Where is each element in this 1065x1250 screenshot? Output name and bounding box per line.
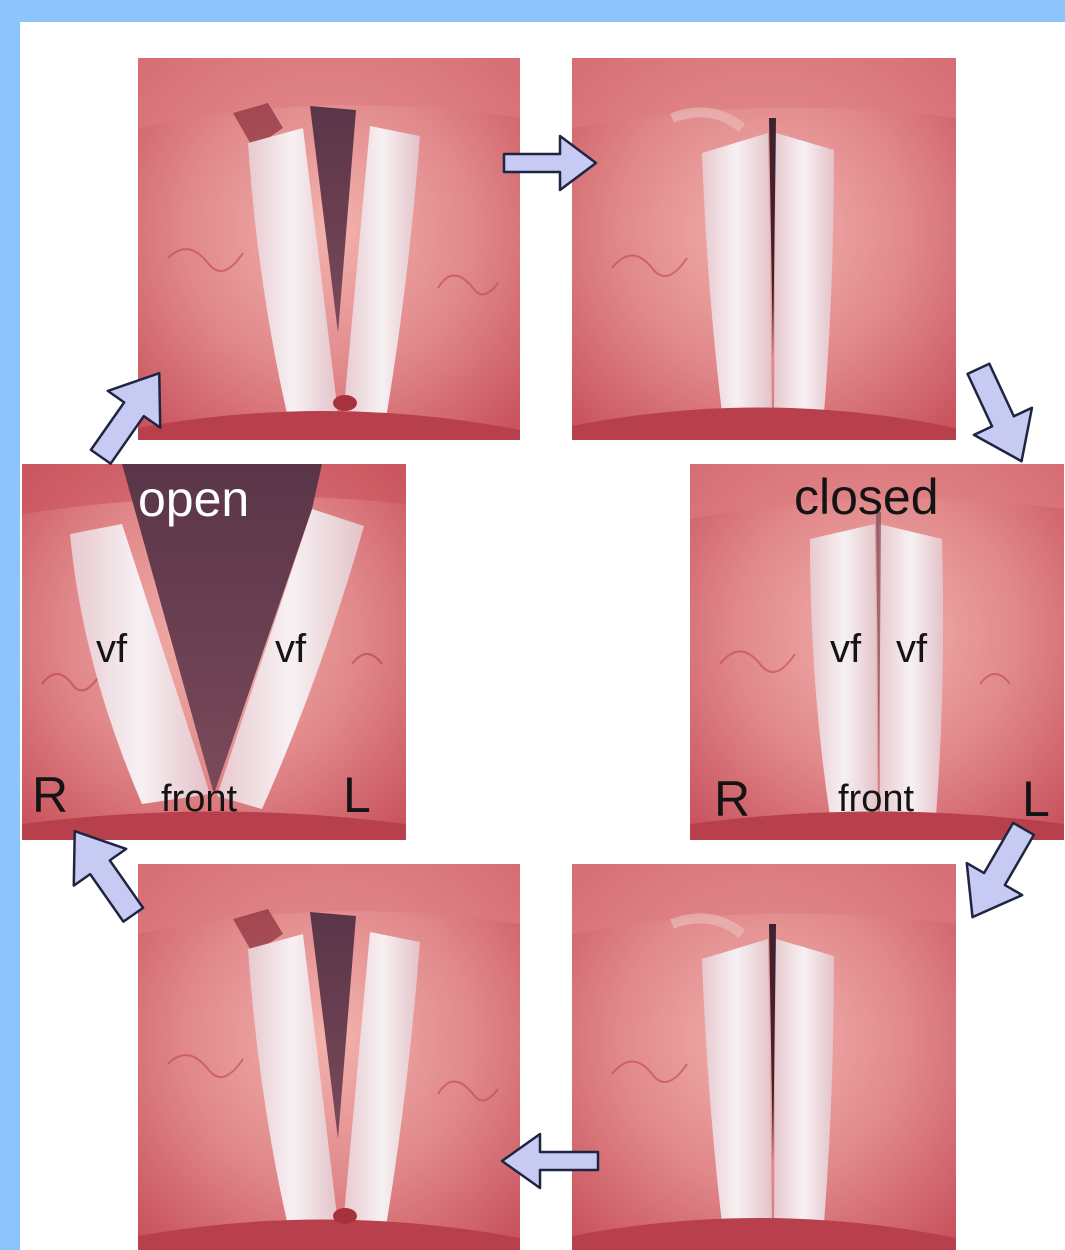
arrow-down-icon	[960, 360, 1040, 470]
label-closed: closed	[794, 472, 939, 522]
arrow-down-left-icon	[948, 818, 1048, 928]
arrow-right-icon	[500, 130, 600, 196]
label-front-closed: front	[838, 780, 914, 818]
label-vf-right-open: vf	[96, 629, 127, 669]
arrow-up-left-icon	[54, 818, 154, 928]
photo-top-left	[138, 58, 520, 440]
label-l-open: L	[343, 770, 371, 820]
label-r-open: R	[32, 770, 68, 820]
label-vf-left-closed: vf	[896, 629, 927, 669]
label-l-closed: L	[1022, 774, 1050, 824]
diagram-canvas: open vf vf R front L closed vf vf R fron…	[20, 22, 1065, 1250]
label-front-open: front	[161, 780, 237, 818]
arrow-left-icon	[498, 1128, 602, 1194]
label-vf-right-closed: vf	[830, 629, 861, 669]
label-r-closed: R	[714, 774, 750, 824]
arrow-up-right-icon	[80, 360, 180, 470]
photo-bottom-left	[138, 864, 520, 1250]
photo-top-right	[572, 58, 956, 440]
photo-bottom-right	[572, 864, 956, 1250]
label-vf-left-open: vf	[275, 629, 306, 669]
label-open: open	[138, 474, 249, 524]
